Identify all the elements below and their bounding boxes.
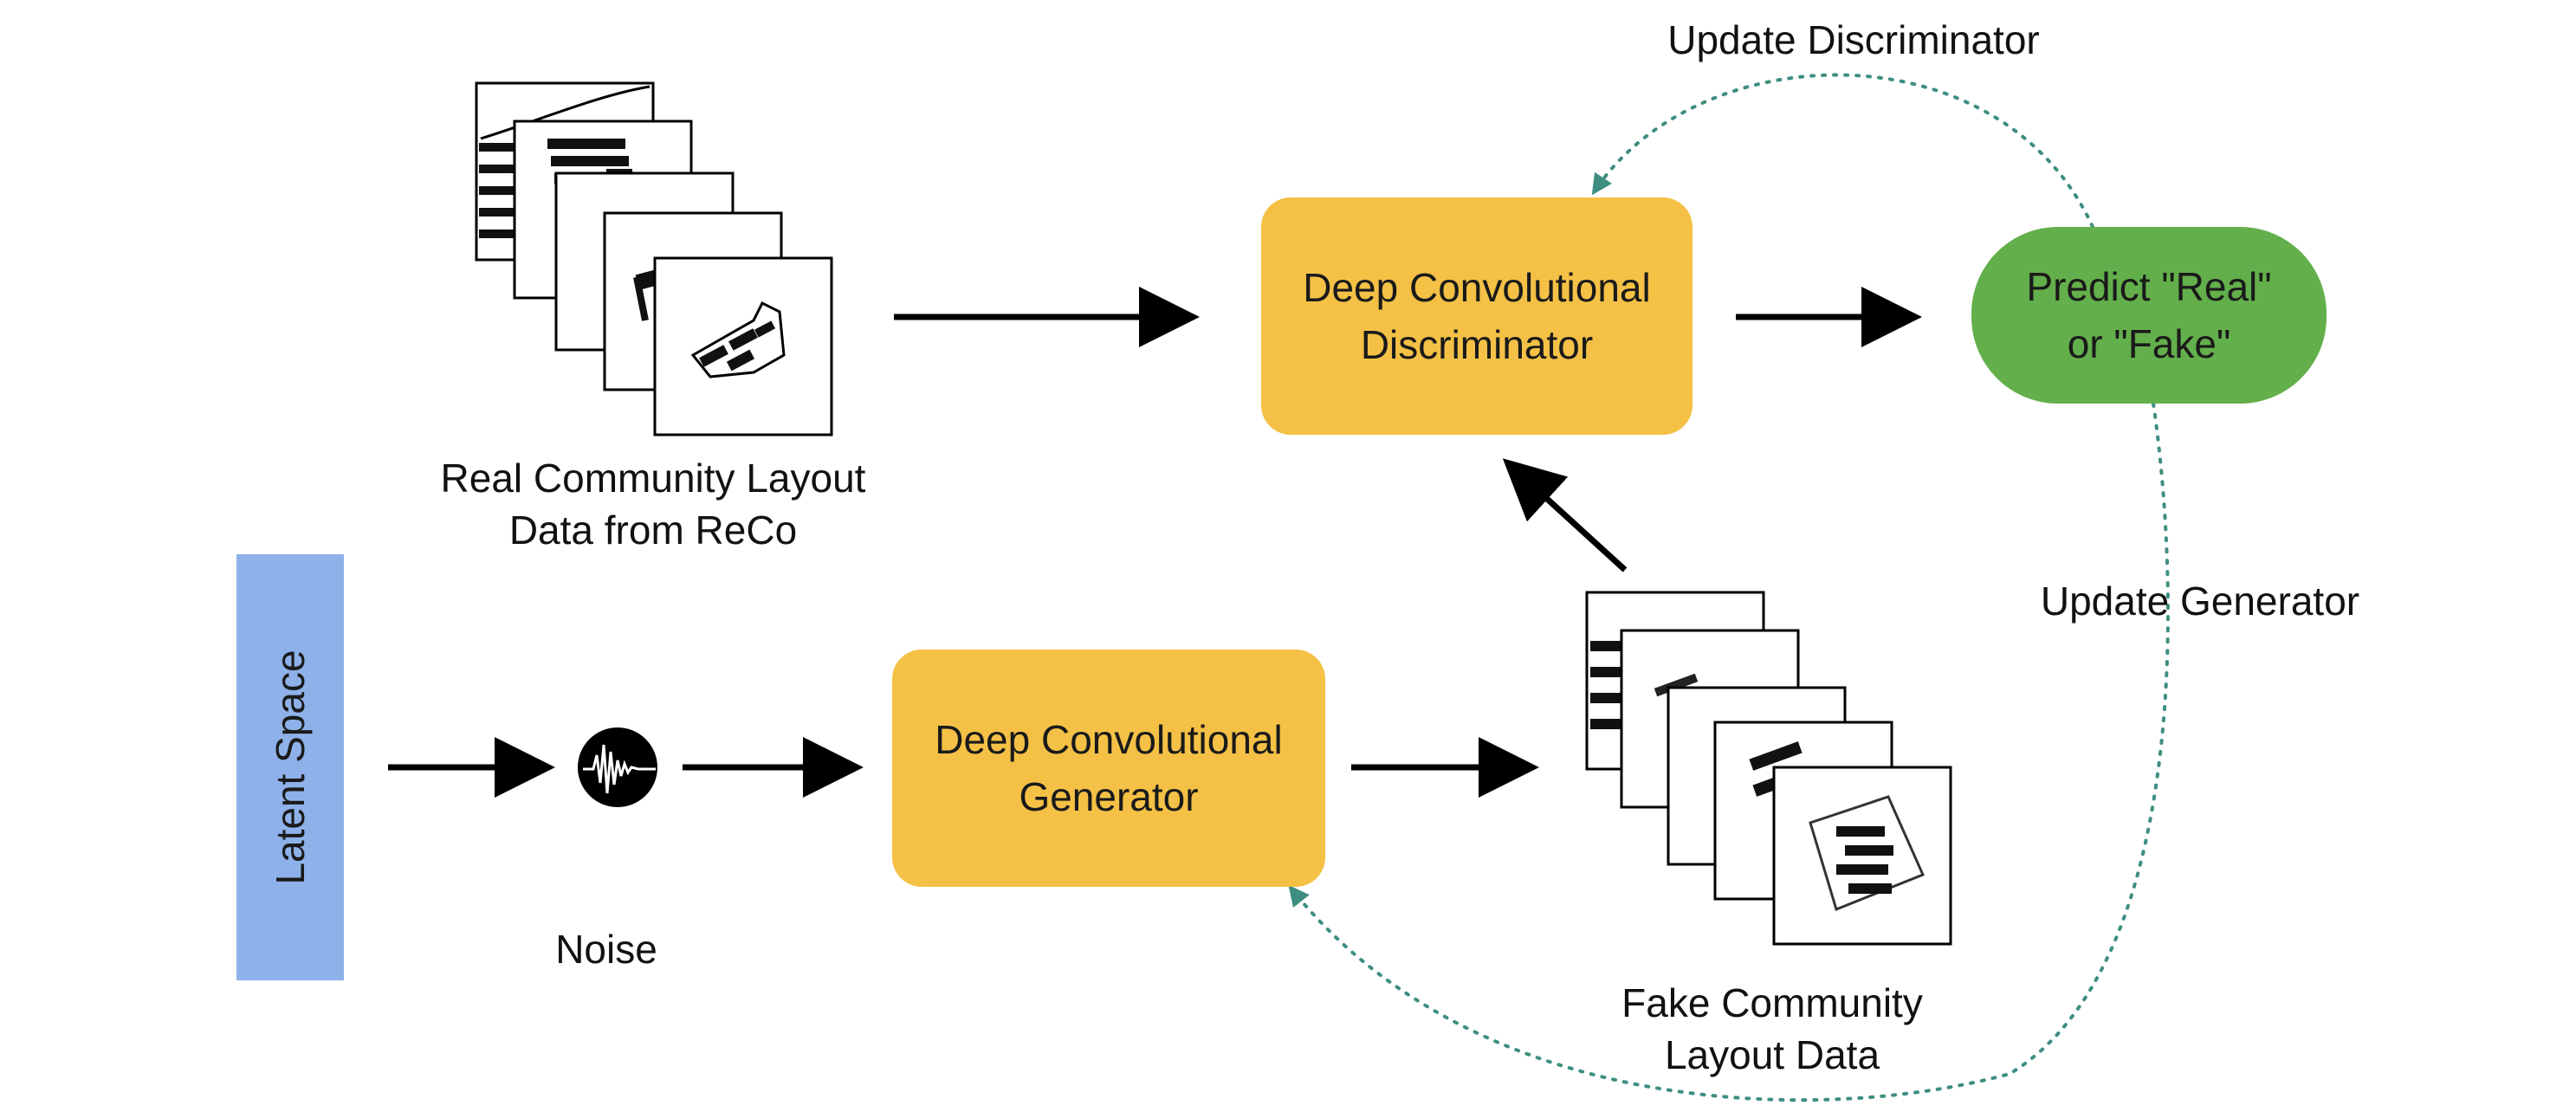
noise-label: Noise [555,927,657,972]
fake-data-image-stack [1585,591,1952,946]
update-discriminator-label: Update Discriminator [1667,17,2040,62]
noise-wave-icon [578,727,657,807]
generator-box: Deep Convolutional Generator [892,650,1325,887]
update-generator-label: Update Generator [2040,579,2360,624]
discriminator-box: Deep Convolutional Discriminator [1261,197,1693,435]
discriminator-label-line2: Discriminator [1360,322,1594,367]
layout-image-icon [1772,766,1952,946]
generator-label-line2: Generator [1019,774,1199,819]
fake-data-label-line2: Layout Data [1664,1032,1880,1077]
predict-label-line2: or "Fake" [2067,321,2231,366]
predict-label-line1: Predict "Real" [2026,264,2272,309]
real-data-image-stack [475,81,833,436]
latent-space-label: Latent Space [268,650,313,885]
latent-space-bar: Latent Space [236,554,344,980]
generator-label-line1: Deep Convolutional [935,717,1283,762]
real-data-label-line2: Data from ReCo [508,508,798,553]
predict-box: Predict "Real" or "Fake" [1971,227,2327,404]
real-data-label-line1: Real Community Layout [440,456,866,501]
layout-image-icon [653,256,833,436]
real-data-label: Real Community Layout Data from ReCo [393,452,913,556]
update-discriminator-arrow [1591,73,2094,229]
arrow-fake-to-discriminator [1502,458,1628,572]
discriminator-label-line1: Deep Convolutional [1303,265,1651,310]
fake-data-label-line1: Fake Community [1621,980,1923,1025]
fake-data-label: Fake Community Layout Data [1556,977,1989,1081]
